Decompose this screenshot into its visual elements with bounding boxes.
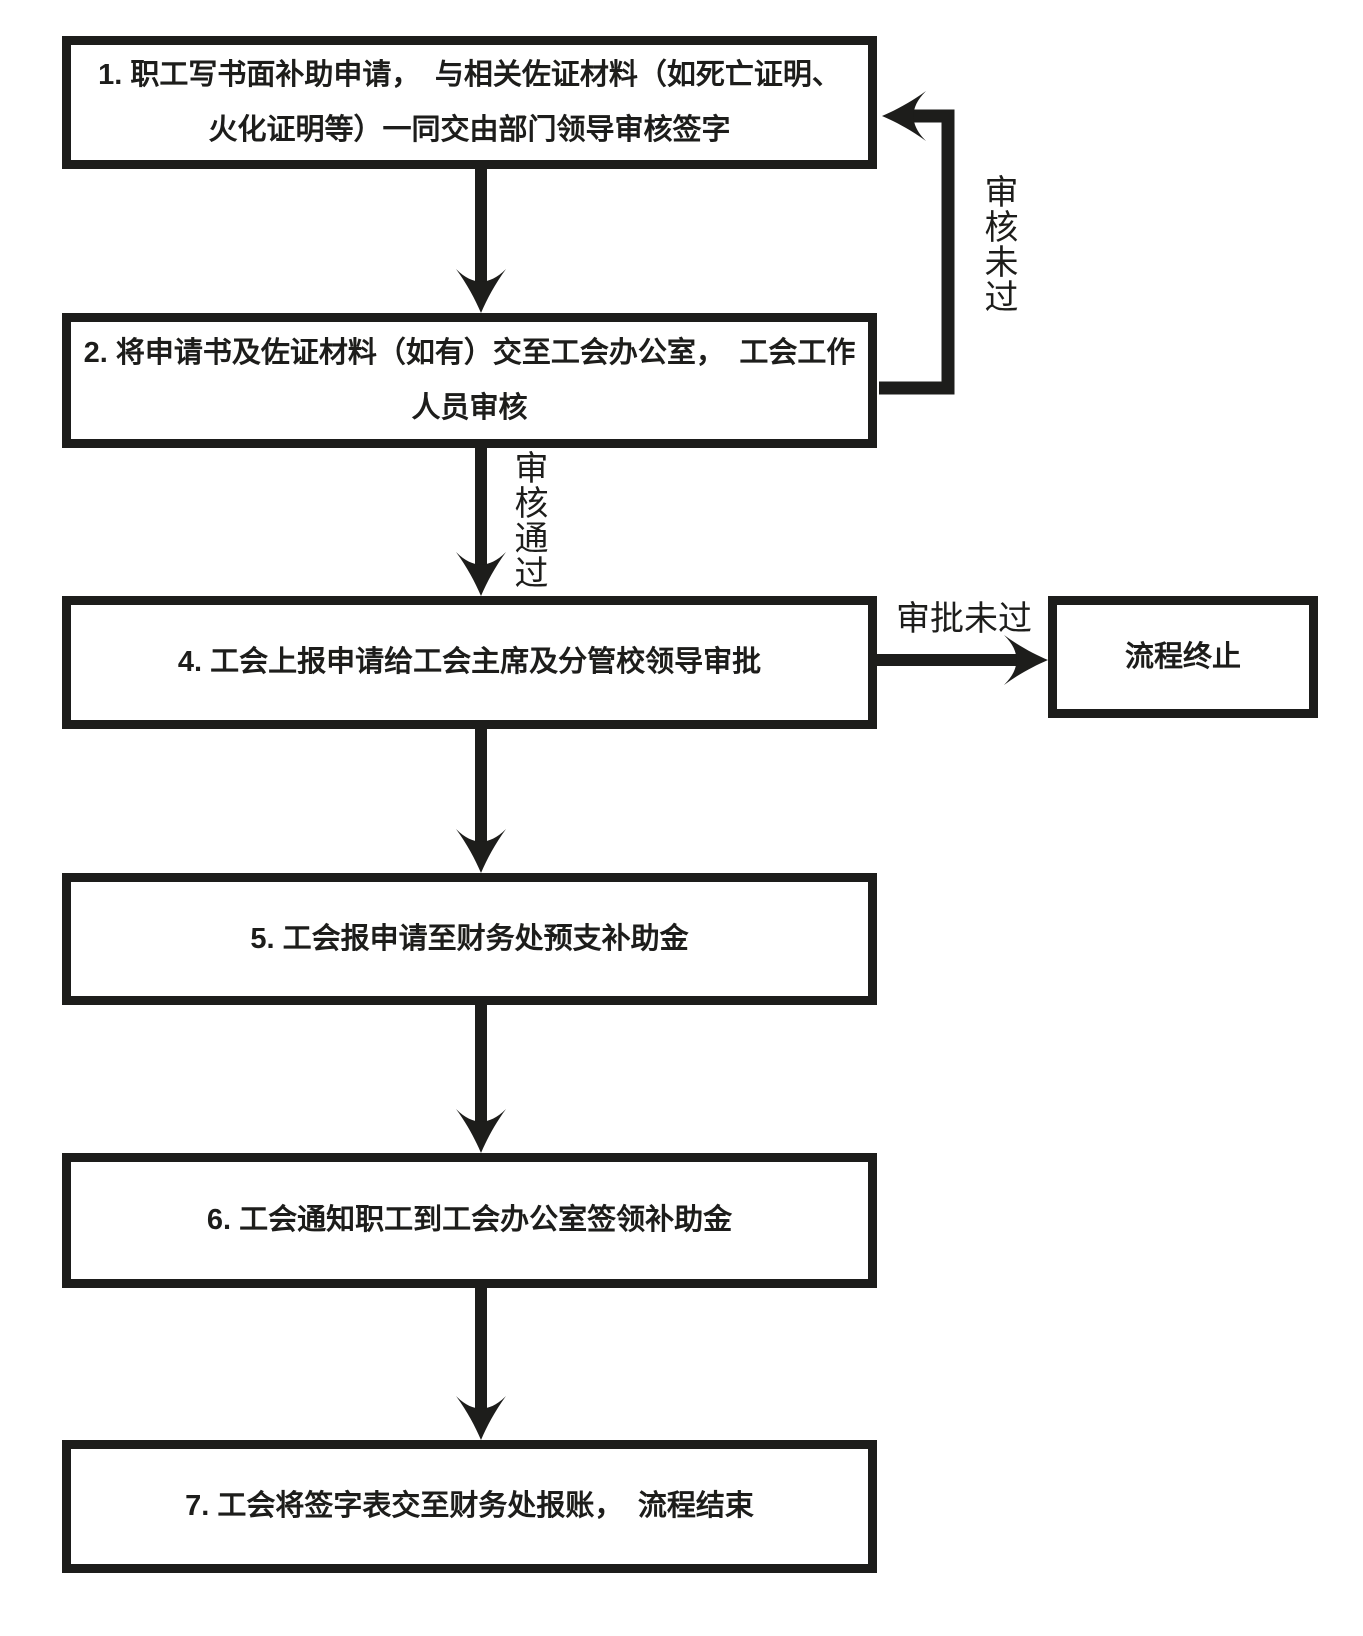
flow-step-4-text: 4. 工会上报申请给工会主席及分管校领导审批 (177, 646, 762, 678)
edge-label-review-passed: 审核通过 (509, 450, 547, 590)
flow-step-1-text-line1: 1. 职工写书面补助申请， 与相关佐证材料（如死亡证明、 (98, 58, 841, 91)
flow-step-5-text: 5. 工会报申请至财务处预支补助金 (250, 922, 689, 955)
flow-step-7-box: 7. 工会将签字表交至财务处报账， 流程结束 (62, 1440, 877, 1573)
connector-step1-step2 (456, 165, 506, 313)
flow-step-1-text-line2: 火化证明等）一同交由部门领导审核签字 (208, 113, 731, 146)
connector-step5-step6 (456, 1001, 506, 1153)
connector-step6-step7 (456, 1284, 506, 1440)
edge-label-review-failed: 审核未过 (979, 174, 1017, 314)
flow-step-6-box: 6. 工会通知职工到工会办公室签领补助金 (62, 1153, 877, 1288)
flow-step-7-text: 7. 工会将签字表交至财务处报账， 流程结束 (185, 1490, 754, 1522)
flow-step-2-text-line2: 人员审核 (411, 391, 528, 424)
connector-step2-step1-feedback (879, 91, 955, 395)
connector-step4-terminate (874, 635, 1048, 685)
connector-step4-step5 (456, 726, 506, 873)
flow-terminate-box: 流程终止 (1048, 596, 1318, 718)
flow-step-5-box: 5. 工会报申请至财务处预支补助金 (62, 873, 877, 1005)
edge-label-approval-failed: 审批未过 (896, 600, 1032, 638)
flow-step-2-box: 2. 将申请书及佐证材料（如有）交至工会办公室， 工会工作 人员审核 (62, 313, 877, 448)
flow-step-2-text-line1: 2. 将申请书及佐证材料（如有）交至工会办公室， 工会工作 (83, 336, 856, 369)
flow-step-6-text: 6. 工会通知职工到工会办公室签领补助金 (206, 1204, 733, 1236)
flow-step-1-box: 1. 职工写书面补助申请， 与相关佐证材料（如死亡证明、 火化证明等）一同交由部… (62, 36, 877, 169)
flow-step-4-box: 4. 工会上报申请给工会主席及分管校领导审批 (62, 596, 877, 729)
flow-terminate-text: 流程终止 (1124, 640, 1241, 673)
connector-step2-step4 (456, 444, 506, 596)
